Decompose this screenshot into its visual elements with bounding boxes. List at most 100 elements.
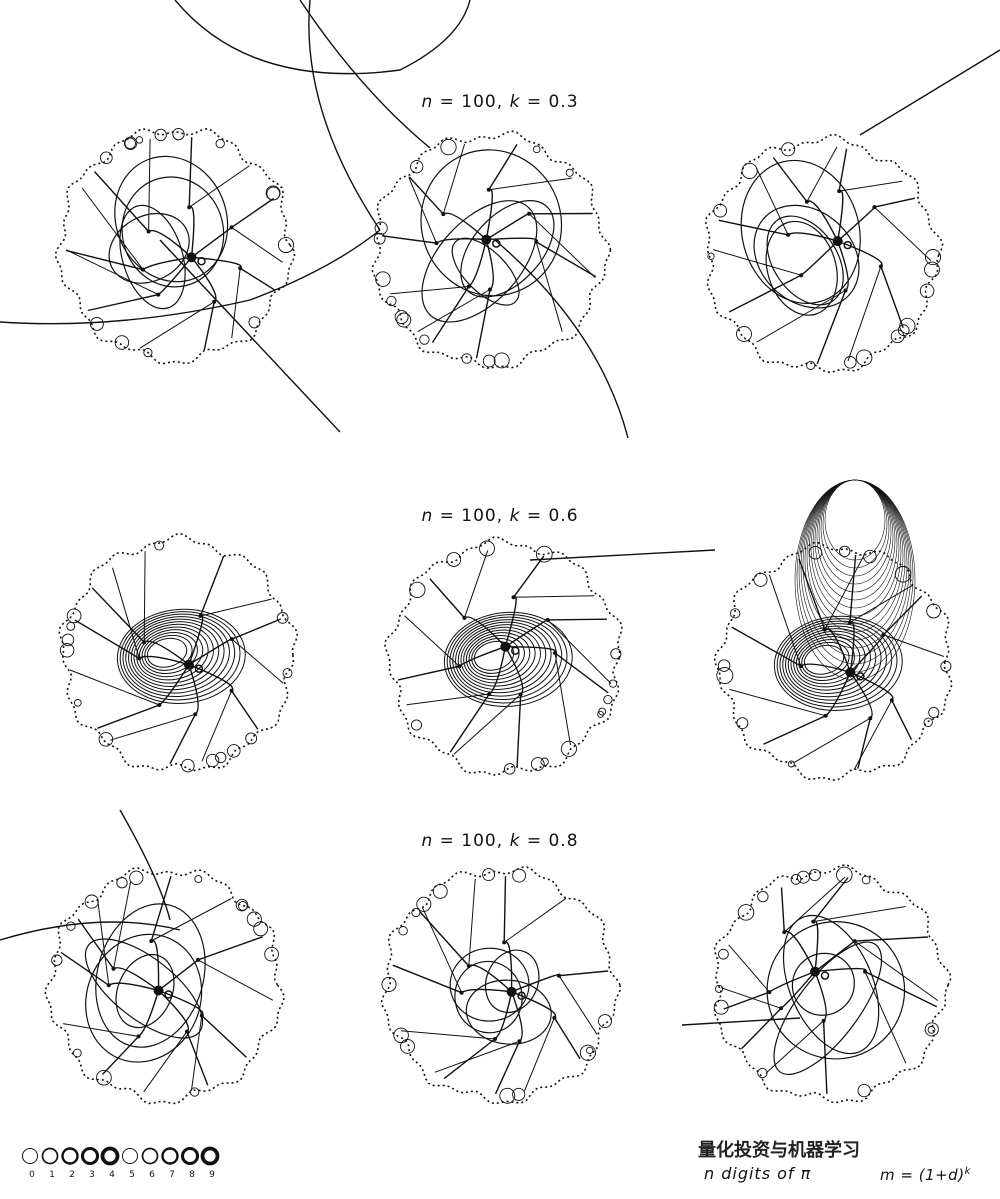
legend-digit-circle <box>200 1146 220 1166</box>
boundary-loop <box>579 1044 596 1061</box>
network-node <box>863 969 867 974</box>
row-label-k-0-3: n = 100, k = 0.3 <box>421 92 579 112</box>
orbit-trail <box>449 616 563 701</box>
network-branch <box>874 206 932 261</box>
orbit-trail <box>146 637 188 668</box>
orbit-trail <box>108 212 190 284</box>
network-node <box>552 1015 557 1020</box>
legend-digit-circle <box>100 1146 120 1166</box>
network-branch <box>806 146 838 202</box>
boundary-loop <box>181 758 195 773</box>
network-node <box>837 189 842 194</box>
network-branch <box>463 550 489 619</box>
network-branch <box>793 717 871 764</box>
legend-digit-2: 2 <box>69 1170 75 1180</box>
panel-boundary <box>713 863 952 1104</box>
orbit-trail <box>465 632 531 681</box>
boundary-loop <box>98 732 114 747</box>
boundary-loop <box>736 326 752 342</box>
orbit-panel <box>58 532 299 773</box>
network-branch <box>485 212 593 241</box>
network-node <box>462 615 467 620</box>
central-body <box>517 991 526 1001</box>
orbit-trail <box>785 625 882 698</box>
boundary-loop <box>72 1048 82 1058</box>
central-body <box>194 664 204 673</box>
network-node <box>511 595 516 600</box>
orbit-trail <box>116 608 246 704</box>
legend-digit-8: 8 <box>189 1170 195 1180</box>
network-node <box>238 266 243 271</box>
boundary-loop <box>154 128 167 142</box>
network-branch <box>468 878 476 967</box>
network-branch <box>755 167 789 236</box>
network-node <box>868 716 873 721</box>
boundary-loop <box>512 868 527 883</box>
boundary-loop <box>396 312 412 328</box>
network-branch <box>849 584 913 623</box>
orbit-trail <box>753 204 860 309</box>
boundary-loop <box>796 870 810 884</box>
network-branch <box>503 876 513 992</box>
network-branch <box>404 615 460 667</box>
orbit-panel <box>54 127 296 365</box>
orbit-trail <box>766 215 844 306</box>
boundary-loop <box>844 356 857 369</box>
legend-digit-circle <box>122 1148 138 1164</box>
legend-digit-6: 6 <box>149 1170 155 1180</box>
boundary-loop <box>96 1069 112 1086</box>
boundary-loop <box>205 753 220 768</box>
panel-boundary <box>54 127 296 365</box>
orbit-trail <box>801 641 850 678</box>
orbit-trail <box>119 204 186 310</box>
boundary-loop <box>143 348 153 358</box>
orbit-panel <box>371 130 612 370</box>
network-node <box>488 287 492 292</box>
boundary-loop <box>924 261 940 278</box>
boundary-loop <box>927 1026 936 1034</box>
central-body <box>153 985 164 996</box>
network-node <box>502 940 507 945</box>
network-branch <box>143 551 146 643</box>
legend-digit-circle <box>141 1147 159 1165</box>
boundary-loop <box>715 984 724 993</box>
network-node <box>799 273 804 278</box>
network-node <box>811 919 816 924</box>
orbit-trail <box>782 914 880 1055</box>
escape-trajectory <box>159 239 341 433</box>
boundary-loop <box>753 572 768 587</box>
boundary-loop <box>51 954 63 966</box>
boundary-loop <box>718 948 729 960</box>
boundary-loop <box>787 760 795 768</box>
boundary-loop <box>713 999 729 1015</box>
boundary-loop <box>277 236 295 254</box>
boundary-loop <box>540 757 549 766</box>
network-node <box>889 698 894 703</box>
boundary-loop <box>790 873 802 885</box>
network-branch <box>74 619 190 666</box>
legend-digit-circle <box>80 1146 100 1166</box>
escape-trajectory <box>529 549 716 561</box>
network-branch <box>558 975 598 1035</box>
boundary-loop <box>394 310 409 325</box>
boundary-loop <box>597 710 605 718</box>
legend-digit-circle <box>22 1148 38 1164</box>
orbit-trail <box>446 614 568 704</box>
orbit-trail <box>794 479 916 681</box>
legend-digit-circle <box>41 1147 59 1165</box>
orbit-trail <box>776 618 898 708</box>
network-branch <box>535 241 563 332</box>
orbit-trail <box>766 921 906 1060</box>
watermark-text: 量化投资与机器学习 <box>698 1140 860 1161</box>
network-branch <box>190 1015 203 1091</box>
network-branch <box>97 899 110 986</box>
boundary-loop <box>806 360 816 370</box>
row-label-k-0-6: n = 100, k = 0.6 <box>421 506 579 526</box>
network-branch <box>65 249 159 296</box>
orbit-trail <box>460 626 541 687</box>
network-branch <box>200 598 272 617</box>
network-node <box>441 212 446 217</box>
boundary-loop <box>836 866 853 884</box>
orbit-trail <box>773 615 903 711</box>
